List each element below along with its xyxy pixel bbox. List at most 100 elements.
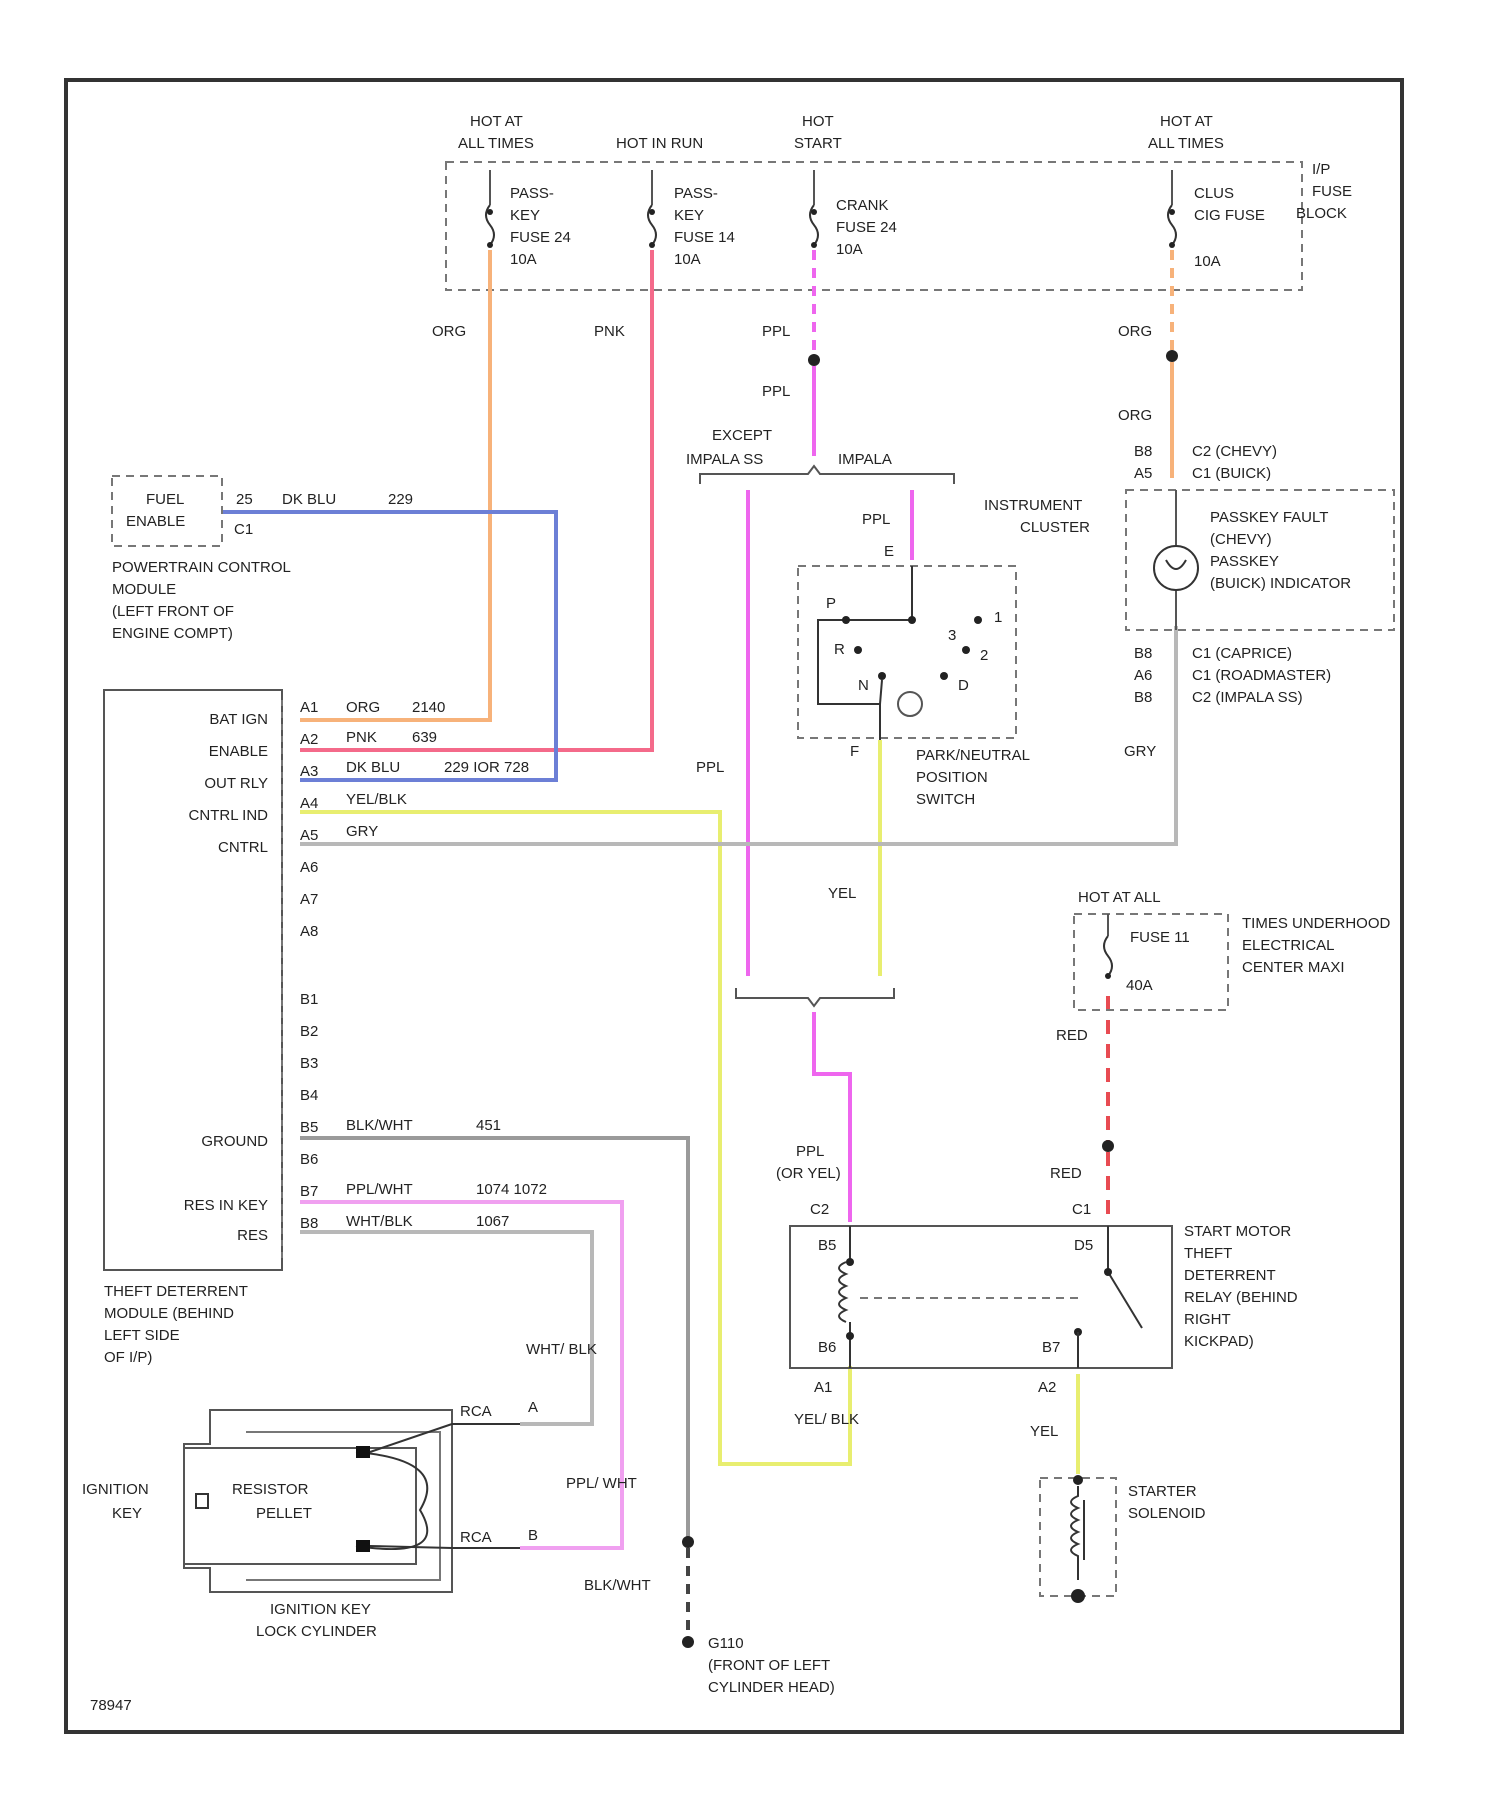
hot-label-4: HOT AT ALL TIMES bbox=[1148, 113, 1224, 152]
svg-text:START: START bbox=[794, 135, 842, 152]
svg-text:PNK: PNK bbox=[346, 729, 377, 746]
svg-text:CLUSTER: CLUSTER bbox=[1020, 519, 1090, 536]
wire-label-dkblu: DK BLU bbox=[282, 491, 336, 508]
svg-text:FUSE: FUSE bbox=[1312, 183, 1352, 200]
svg-text:ALL TIMES: ALL TIMES bbox=[1148, 135, 1224, 152]
svg-text:B8: B8 bbox=[1134, 645, 1152, 662]
svg-text:C2 (IMPALA SS): C2 (IMPALA SS) bbox=[1192, 689, 1303, 706]
svg-text:P: P bbox=[826, 595, 836, 612]
svg-text:INSTRUMENT: INSTRUMENT bbox=[984, 497, 1082, 514]
wire-label-red-2: RED bbox=[1050, 1165, 1082, 1182]
cluster-name: INSTRUMENT CLUSTER bbox=[984, 497, 1090, 536]
module-pin-label: B8 bbox=[300, 1215, 318, 1232]
fuse-icon bbox=[486, 170, 494, 248]
module-pin-label: B3 bbox=[300, 1055, 318, 1072]
pcm-desc: POWERTRAIN CONTROL MODULE (LEFT FRONT OF… bbox=[112, 559, 291, 642]
wire-label-yel-2: YEL bbox=[1030, 1423, 1058, 1440]
svg-text:START MOTOR: START MOTOR bbox=[1184, 1223, 1291, 1240]
relay-desc: START MOTOR THEFT DETERRENT RELAY (BEHIN… bbox=[1184, 1223, 1298, 1350]
pnp-pin-bottom: F bbox=[850, 743, 859, 760]
resistor-pellet-label: RESISTOR PELLET bbox=[232, 1481, 312, 1522]
svg-text:GRY: GRY bbox=[346, 823, 378, 840]
wire-label-pplwht: PPL/ WHT bbox=[566, 1475, 637, 1492]
impala-label: IMPALA bbox=[838, 451, 892, 468]
wire-label-ppl-1: PPL bbox=[762, 323, 790, 340]
module-pin-label: B4 bbox=[300, 1087, 318, 1104]
module-pin-label: B7 bbox=[300, 1183, 318, 1200]
wire-label-yelblk: YEL/ BLK bbox=[794, 1411, 859, 1428]
svg-text:PARK/NEUTRAL: PARK/NEUTRAL bbox=[916, 747, 1030, 764]
svg-text:DETERRENT: DETERRENT bbox=[1184, 1267, 1276, 1284]
svg-text:WHT/ BLK: WHT/ BLK bbox=[526, 1341, 597, 1358]
svg-text:639: 639 bbox=[412, 729, 437, 746]
module-pin-label: A5 bbox=[300, 827, 318, 844]
svg-text:LEFT SIDE: LEFT SIDE bbox=[104, 1327, 180, 1344]
module-pin-label: A3 bbox=[300, 763, 318, 780]
module-pin-label: A7 bbox=[300, 891, 318, 908]
relay-conn-left: C2 bbox=[810, 1201, 829, 1218]
pcm-circuit: 229 bbox=[388, 491, 413, 508]
fuse-icon bbox=[1168, 170, 1176, 248]
svg-text:ENABLE: ENABLE bbox=[126, 513, 185, 530]
wire-label-yel-1: YEL bbox=[828, 885, 856, 902]
svg-text:PPL/ WHT: PPL/ WHT bbox=[566, 1475, 637, 1492]
pcm-conn: C1 bbox=[234, 521, 253, 538]
ignition-key-label: IGNITION KEY bbox=[82, 1481, 149, 1522]
svg-text:RESISTOR: RESISTOR bbox=[232, 1481, 309, 1498]
svg-text:PELLET: PELLET bbox=[256, 1505, 312, 1522]
svg-text:SWITCH: SWITCH bbox=[916, 791, 975, 808]
svg-text:CNTRL: CNTRL bbox=[218, 839, 268, 856]
svg-text:HOT AT: HOT AT bbox=[1160, 113, 1213, 130]
wire-label-blkwht: BLK/WHT bbox=[584, 1577, 651, 1594]
svg-text:C1 (ROADMASTER): C1 (ROADMASTER) bbox=[1192, 667, 1331, 684]
svg-text:40A: 40A bbox=[1126, 977, 1153, 994]
svg-text:PPL/WHT: PPL/WHT bbox=[346, 1181, 413, 1198]
svg-text:3: 3 bbox=[948, 627, 956, 644]
svg-text:PASS-: PASS- bbox=[510, 185, 554, 202]
svg-text:A2: A2 bbox=[1038, 1379, 1056, 1396]
svg-text:10A: 10A bbox=[1194, 253, 1221, 270]
svg-text:TIMES UNDERHOOD: TIMES UNDERHOOD bbox=[1242, 915, 1391, 932]
svg-text:IGNITION KEY: IGNITION KEY bbox=[270, 1601, 371, 1618]
svg-text:B7: B7 bbox=[1042, 1339, 1060, 1356]
svg-text:CIG FUSE: CIG FUSE bbox=[1194, 207, 1265, 224]
solenoid-coil-icon bbox=[1071, 1475, 1085, 1603]
svg-text:SOLENOID: SOLENOID bbox=[1128, 1505, 1206, 1522]
key-pin-b: B bbox=[528, 1527, 538, 1544]
pcm-fuel-enable-label: FUEL ENABLE bbox=[126, 491, 185, 530]
svg-text:(LEFT FRONT OF: (LEFT FRONT OF bbox=[112, 603, 234, 620]
wire-org-a1 bbox=[300, 250, 490, 720]
svg-text:OF I/P): OF I/P) bbox=[104, 1349, 152, 1366]
svg-text:A6: A6 bbox=[1134, 667, 1152, 684]
svg-text:ENABLE: ENABLE bbox=[209, 743, 268, 760]
svg-text:BAT IGN: BAT IGN bbox=[209, 711, 268, 728]
svg-text:FUSE 11: FUSE 11 bbox=[1130, 929, 1190, 946]
svg-text:CNTRL IND: CNTRL IND bbox=[189, 807, 269, 824]
svg-text:KEY: KEY bbox=[674, 207, 704, 224]
fuse-label-1: PASS- KEY FUSE 24 10A bbox=[510, 185, 571, 268]
svg-text:B5: B5 bbox=[818, 1237, 836, 1254]
svg-text:10A: 10A bbox=[836, 241, 863, 258]
theft-module-desc: THEFT DETERRENT MODULE (BEHIND LEFT SIDE… bbox=[104, 1283, 248, 1366]
fuse-icon bbox=[810, 170, 818, 248]
wire-label-ppl-2: PPL bbox=[762, 383, 790, 400]
module-pin-label: A8 bbox=[300, 923, 318, 940]
module-pin-label: A2 bbox=[300, 731, 318, 748]
svg-text:STARTER: STARTER bbox=[1128, 1483, 1197, 1500]
wire-label-whtblk: WHT/ BLK bbox=[526, 1341, 597, 1358]
svg-text:PASS-: PASS- bbox=[674, 185, 718, 202]
svg-text:KICKPAD): KICKPAD) bbox=[1184, 1333, 1254, 1350]
relay-pins: B5 B6 A1 D5 B7 A2 bbox=[814, 1237, 1093, 1396]
svg-text:EXCEPT: EXCEPT bbox=[712, 427, 772, 444]
svg-text:RES: RES bbox=[237, 1227, 268, 1244]
svg-text:OUT RLY: OUT RLY bbox=[204, 775, 268, 792]
svg-text:YEL/BLK: YEL/BLK bbox=[346, 791, 407, 808]
wire-label-red-1: RED bbox=[1056, 1027, 1088, 1044]
svg-text:IGNITION: IGNITION bbox=[82, 1481, 149, 1498]
svg-text:IMPALA SS: IMPALA SS bbox=[686, 451, 763, 468]
svg-text:ELECTRICAL: ELECTRICAL bbox=[1242, 937, 1335, 954]
svg-text:MODULE (BEHIND: MODULE (BEHIND bbox=[104, 1305, 234, 1322]
svg-text:D5: D5 bbox=[1074, 1237, 1093, 1254]
svg-text:2: 2 bbox=[980, 647, 988, 664]
